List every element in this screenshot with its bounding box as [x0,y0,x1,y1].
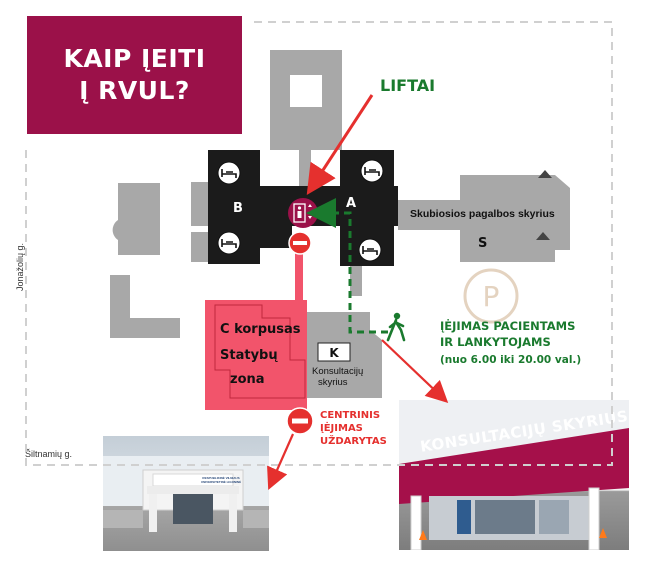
central-entrance-line-1: CENTRINIS [320,410,380,421]
central-entrance-line-3: UŽDARYTAS [320,434,387,447]
no-entry-icon [288,231,312,255]
building-b-label: B [233,201,243,216]
title-line-1: KAIP ĮEITI [63,44,206,73]
bed-icon [358,238,382,262]
patient-route [306,198,388,334]
central-entrance-line-2: ĮĖJIMAS [320,420,363,434]
patient-entrance-line-1: ĮĖJIMAS PACIENTAMS [440,318,575,333]
building-s-label: S [478,236,487,251]
central-entrance-photo-sign: RESPUBLIKINĖ VILNIAUS UNIVERSITETINĖ LIG… [200,476,242,484]
building-a-label: A [346,196,356,211]
title-banner: KAIP ĮEITI Į RVUL? [27,16,242,134]
consultation-label-line-2: skyrius [318,377,348,388]
construction-label-line-3: zona [230,372,265,387]
construction-zone [205,300,307,410]
bed-icon [217,161,241,185]
central-entrance-photo: RESPUBLIKINĖ VILNIAUS UNIVERSITETINĖ LIG… [103,436,269,551]
lifts-label: LIFTAI [380,76,435,95]
construction-label-line-2: Statybų [220,348,278,363]
elevator-icon [288,198,318,228]
consultation-entrance-photo: KONSULTACIJŲ SKYRIUS [399,400,629,550]
bed-icon [217,231,241,255]
patient-entrance-line-2: IR LANKYTOJAMS [440,335,551,349]
bed-icon [360,159,384,183]
left-buildings [110,182,211,338]
no-entry-icon [286,407,314,435]
consultation-label-line-1: Konsultacijų [312,366,363,377]
emergency-building [398,170,570,262]
site-boundary [25,21,613,466]
construction-label-line-1: C korpusas [220,322,301,337]
building-k-label: K [329,346,339,360]
patient-entrance-line-3: (nuo 6.00 iki 20.00 val.) [440,354,581,366]
street-label-siltnamiu: Šiltnamių g. [25,449,73,459]
title-line-2: Į RVUL? [79,76,190,105]
top-building [270,50,342,192]
emergency-label: Skubiosios pagalbos skyrius [410,208,555,220]
parking-icon: P [463,268,519,324]
pedestrian-icon [386,312,406,342]
parking-label: P [483,280,500,313]
